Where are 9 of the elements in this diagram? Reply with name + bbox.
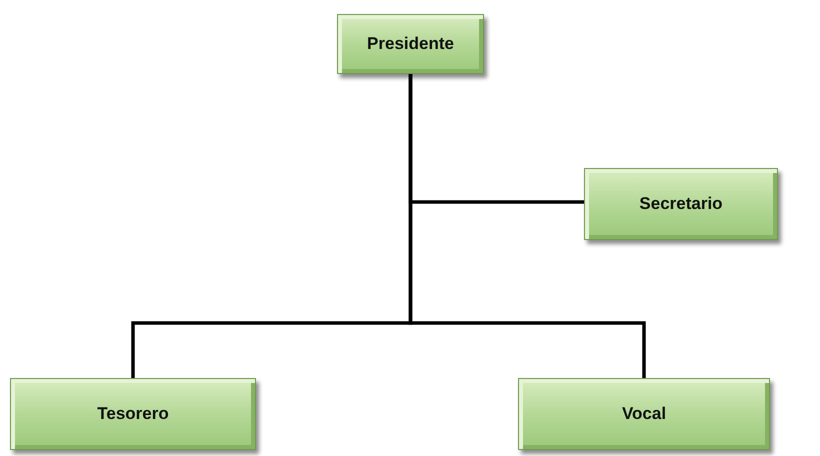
connector-line: [408, 74, 646, 378]
org-box: [518, 378, 770, 450]
org-box: [10, 378, 256, 450]
org-box: [337, 14, 484, 74]
org-box: [584, 168, 778, 240]
role-label: Presidente: [367, 34, 454, 54]
role-label: Vocal: [622, 404, 666, 424]
role-label: Secretario: [639, 194, 723, 214]
role-label: Tesorero: [97, 404, 169, 424]
